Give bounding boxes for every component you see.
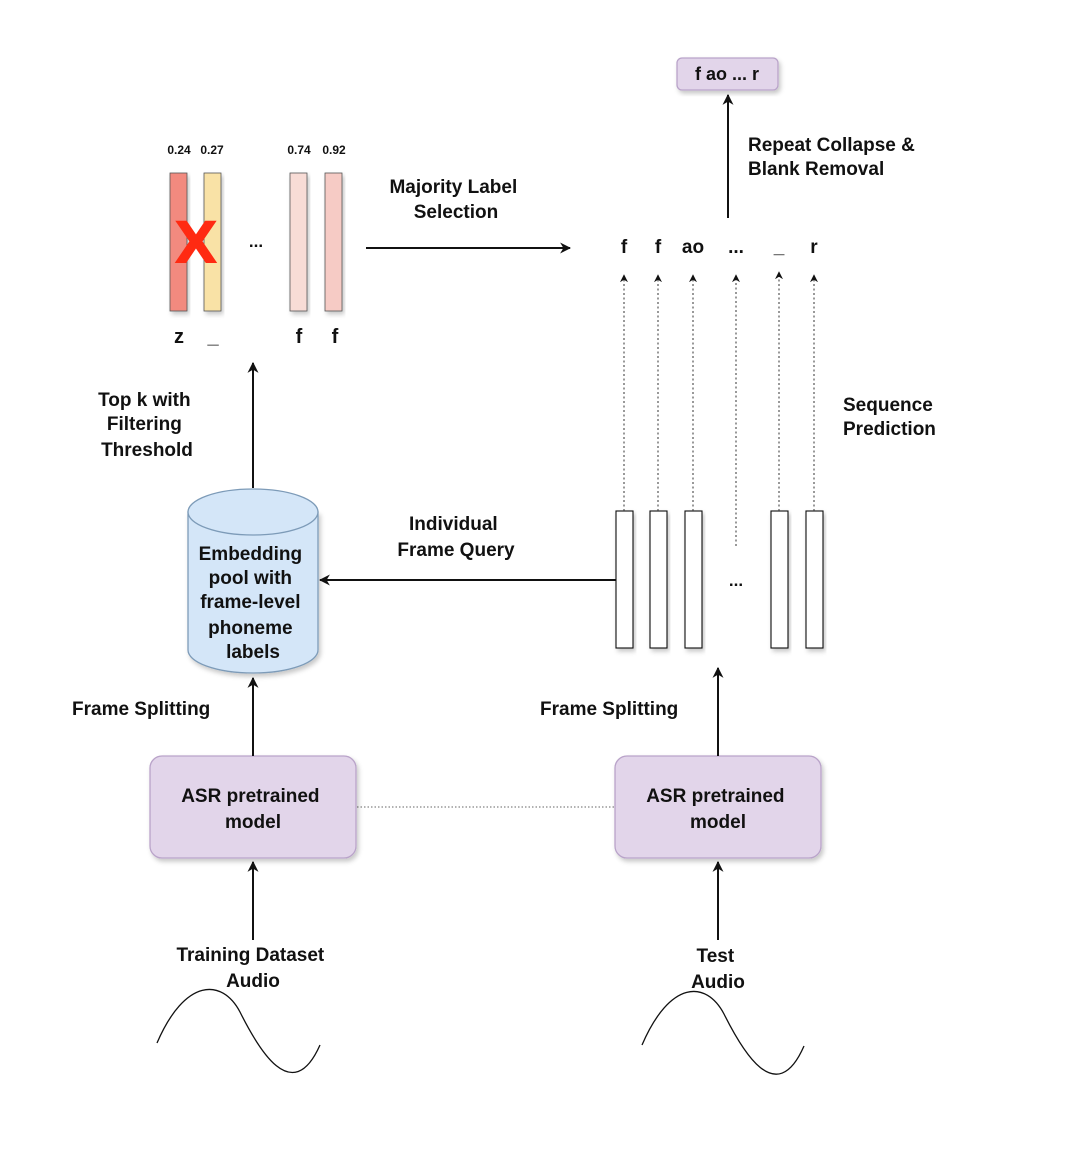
sequence-token: f bbox=[655, 237, 662, 258]
candidate-label: f bbox=[296, 326, 303, 348]
sequence-token: r bbox=[810, 237, 818, 258]
frame-ellipsis: ... bbox=[729, 571, 743, 590]
frame-bar bbox=[805, 510, 824, 649]
test-asr-model-box: ASR pretrained model bbox=[614, 755, 822, 859]
sequence-tokens: f f ao ... _ r bbox=[621, 237, 818, 258]
sequence-token: ... bbox=[728, 237, 744, 258]
candidate-bar bbox=[203, 172, 222, 312]
collapse-label: Repeat Collapse & Blank Removal bbox=[748, 135, 920, 180]
test-frame-splitting-label: Frame Splitting bbox=[540, 699, 678, 720]
candidate-score: 0.24 bbox=[167, 143, 191, 157]
test-audio-label: Test Audio bbox=[691, 946, 745, 993]
embedding-pool-label: Embedding pool with frame-level phoneme … bbox=[199, 544, 308, 663]
candidate-bar bbox=[169, 172, 188, 312]
candidate-bars: 0.24 0.27 0.74 0.92 X ... z _ f f bbox=[167, 143, 346, 348]
candidate-score: 0.92 bbox=[322, 143, 346, 157]
candidate-label: f bbox=[332, 326, 339, 348]
rejected-cross-icon: X bbox=[174, 209, 219, 277]
test-frame-bars: ... bbox=[615, 510, 824, 649]
candidate-ellipsis: ... bbox=[249, 232, 263, 251]
sequence-token: _ bbox=[773, 237, 785, 258]
train-asr-model-box: ASR pretrained model bbox=[149, 755, 357, 859]
candidate-score: 0.27 bbox=[200, 143, 224, 157]
test-audio-waveform-icon bbox=[641, 990, 805, 1075]
candidate-score: 0.74 bbox=[287, 143, 311, 157]
sequence-token: f bbox=[621, 237, 628, 258]
candidate-bar bbox=[324, 172, 343, 312]
candidate-bar bbox=[289, 172, 308, 312]
train-audio-label: Training Dataset Audio bbox=[176, 945, 329, 992]
frame-bar bbox=[684, 510, 703, 649]
sequence-token: ao bbox=[682, 237, 704, 258]
frame-query-label: Individual Frame Query bbox=[397, 514, 515, 561]
train-audio-waveform-icon bbox=[156, 988, 321, 1073]
sequence-prediction-label: Sequence Prediction bbox=[843, 395, 938, 440]
candidate-label: _ bbox=[206, 326, 219, 348]
embedding-pool-cylinder: Embedding pool with frame-level phoneme … bbox=[187, 488, 319, 674]
output-result: f ao ... r bbox=[695, 64, 759, 84]
test-asr-model-label: ASR pretrained model bbox=[646, 786, 790, 833]
topk-label: Top k with Filtering Threshold bbox=[98, 390, 196, 461]
frame-bar bbox=[649, 510, 668, 649]
majority-selection-label: Majority Label Selection bbox=[389, 177, 522, 223]
prediction-arrows bbox=[620, 271, 818, 546]
output-box: f ao ... r bbox=[676, 57, 779, 91]
frame-bar bbox=[615, 510, 634, 649]
candidate-label: z bbox=[174, 326, 184, 348]
train-frame-splitting-label: Frame Splitting bbox=[72, 699, 210, 720]
train-asr-model-label: ASR pretrained model bbox=[181, 786, 325, 833]
frame-bar bbox=[770, 510, 789, 649]
